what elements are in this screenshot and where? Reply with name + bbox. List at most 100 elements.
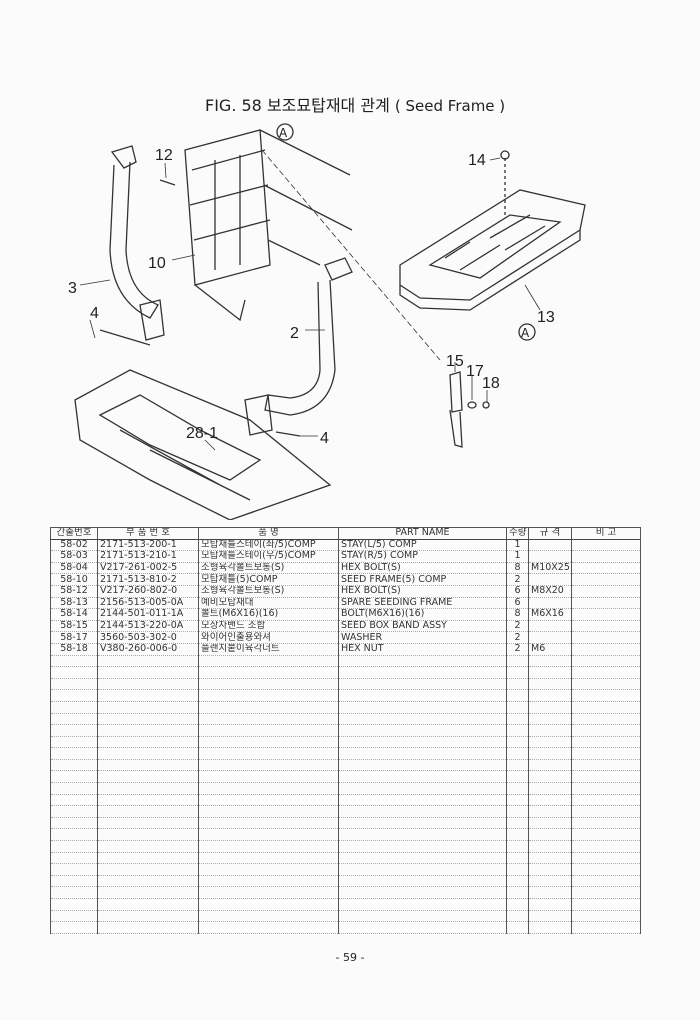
empty-table-row [50,747,641,760]
cell-part-no [97,677,199,691]
cell-part-no [97,851,199,865]
cell-remarks [571,654,641,668]
cell-part-no [97,770,199,784]
empty-table-row [50,735,641,749]
cell-part-name [338,874,507,888]
cell-korean-name: 볼트(M6X16)(16) [198,608,339,621]
cell-part-no [97,666,199,679]
cell-qty [506,805,529,818]
cell-qty: 1 [506,550,529,563]
cell-part-no [97,816,199,830]
cell-spec: M6 [528,642,572,656]
callout-a-bottom: A [521,326,530,340]
cell-korean-name [198,677,339,691]
cell-spec [528,805,572,818]
cell-qty: 1 [506,538,529,552]
empty-table-row [50,816,641,830]
cell-remarks [571,596,641,610]
cell-part-name [338,712,507,726]
cell-remarks [571,816,641,830]
cell-ref-no [50,909,98,923]
cell-remarks [571,642,641,656]
cell-ref-no [50,747,98,760]
cell-part-name [338,828,507,842]
cell-part-name: HEX BOLT(S) [338,561,507,575]
cell-part-name: SPARE SEEDING FRAME [338,596,507,610]
cell-spec [528,712,572,726]
cell-korean-name: 플랜지붙이육각너트 [198,642,339,656]
cell-remarks [571,921,641,934]
empty-table-row [50,793,641,807]
cell-remarks [571,851,641,865]
cell-part-no [97,805,199,818]
cell-ref-no: 58-13 [50,596,98,610]
cell-spec: M8X20 [528,584,572,598]
cell-part-name [338,909,507,923]
cell-part-no: 2144-513-220-0A [97,619,199,633]
cell-spec [528,700,572,714]
cell-korean-name [198,828,339,842]
cell-qty: 6 [506,596,529,610]
cell-qty: 8 [506,608,529,621]
cell-ref-no [50,816,98,830]
callout-28-1: 28-1 [186,425,218,442]
cell-part-name [338,863,507,876]
cell-part-name [338,758,507,772]
cell-part-no [97,758,199,772]
cell-ref-no [50,700,98,714]
cell-ref-no [50,805,98,818]
cell-remarks [571,689,641,702]
cell-remarks [571,828,641,842]
stay-left-part [109,145,165,341]
cell-korean-name: 모탑재틀스테이(좌/5)COMP [198,538,339,552]
cell-qty [506,828,529,842]
cell-ref-no [50,735,98,749]
cell-qty [506,874,529,888]
cell-korean-name [198,874,339,888]
header-korean-name: 품 명 [198,527,339,540]
header-part-no: 부 품 번 호 [97,527,199,540]
cell-remarks [571,805,641,818]
empty-table-row [50,828,641,842]
cell-ref-no: 58-17 [50,631,98,644]
cell-spec: M6X16 [528,608,572,621]
cell-korean-name [198,666,339,679]
cell-spec [528,550,572,563]
cell-part-no [97,898,199,911]
figure-number: FIG. 58 [205,96,262,115]
cell-part-no: V380-260-006-0 [97,642,199,656]
cell-part-name [338,654,507,668]
cell-part-no: 2171-513-810-2 [97,573,199,586]
cell-qty [506,712,529,726]
empty-table-row [50,712,641,726]
cell-part-no [97,886,199,899]
callout-2: 2 [290,325,299,342]
header-part-name: PART NAME [338,527,507,540]
cell-korean-name [198,689,339,702]
cell-part-name [338,921,507,934]
cell-spec [528,689,572,702]
base-frame-part [74,369,332,520]
cell-korean-name [198,758,339,772]
cell-remarks [571,619,641,633]
cell-remarks [571,666,641,679]
cell-spec [528,863,572,876]
callout-4b: 4 [320,430,329,447]
callout-4: 4 [90,305,99,322]
cell-korean-name [198,886,339,899]
cell-korean-name [198,724,339,737]
cell-qty: 6 [506,584,529,598]
cell-part-no [97,747,199,760]
cell-part-name: WASHER [338,631,507,644]
cell-korean-name [198,805,339,818]
cell-qty [506,816,529,830]
cell-ref-no: 58-04 [50,561,98,575]
cell-part-no: 3560-503-302-0 [97,631,199,644]
empty-table-row [50,886,641,899]
cell-part-no [97,874,199,888]
cell-part-no [97,654,199,668]
